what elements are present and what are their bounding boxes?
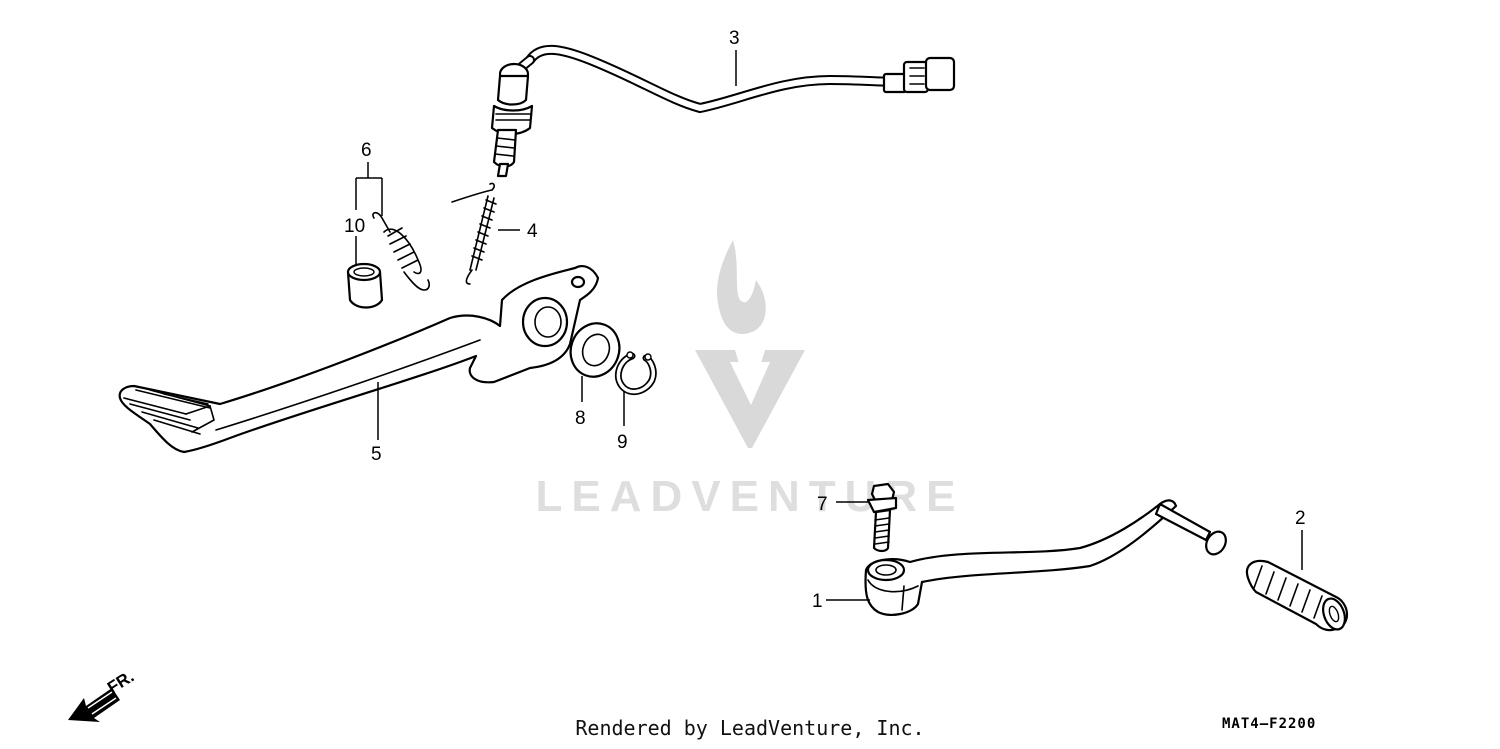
snap-ring[interactable] bbox=[614, 351, 657, 396]
callout-2: 2 bbox=[1295, 508, 1306, 529]
shift-rubber[interactable] bbox=[1245, 559, 1349, 632]
watermark-logo: LEADVENTURE bbox=[535, 240, 964, 521]
bolt[interactable] bbox=[866, 482, 898, 553]
callout-labels: 3 4 6 10 5 8 9 7 1 2 bbox=[344, 28, 1306, 612]
stop-switch-wire[interactable] bbox=[490, 44, 956, 178]
spring[interactable] bbox=[372, 211, 430, 291]
leader-lines bbox=[355, 50, 1303, 601]
watermark-text: LEADVENTURE bbox=[535, 472, 964, 521]
callout-10: 10 bbox=[344, 216, 365, 237]
front-direction-arrow: FR. bbox=[68, 667, 137, 722]
gearshift-pedal[interactable] bbox=[864, 499, 1230, 616]
return-spring[interactable] bbox=[451, 182, 497, 285]
collar[interactable] bbox=[346, 262, 384, 309]
callout-6: 6 bbox=[361, 140, 372, 161]
callout-1: 1 bbox=[812, 591, 823, 612]
callout-3: 3 bbox=[729, 28, 740, 49]
callout-7: 7 bbox=[817, 494, 828, 515]
callout-4: 4 bbox=[527, 221, 538, 242]
diagram-code: MAT4–F2200 bbox=[1222, 716, 1317, 732]
credit-text: Rendered by LeadVenture, Inc. bbox=[575, 716, 925, 740]
washer[interactable] bbox=[563, 316, 627, 383]
callout-9: 9 bbox=[617, 432, 628, 453]
callout-8: 8 bbox=[575, 408, 586, 429]
callout-5: 5 bbox=[371, 444, 382, 465]
brake-pedal[interactable] bbox=[118, 265, 600, 454]
